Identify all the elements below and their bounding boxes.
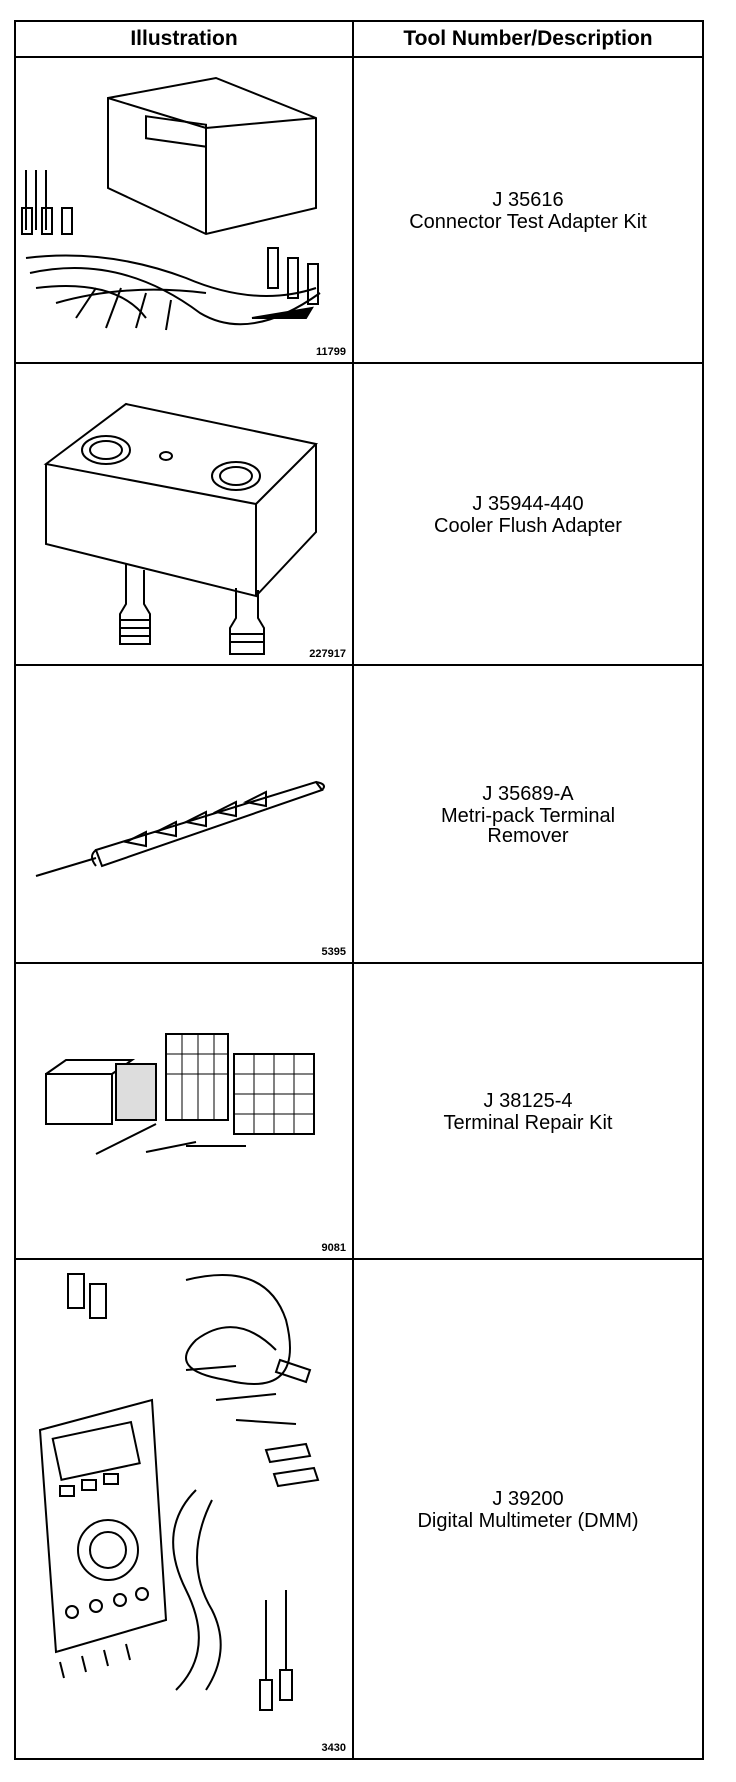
illustration-cell: 227917 [16, 364, 354, 664]
tool-number: J 35689-A [482, 783, 574, 805]
tool-table: Illustration Tool Number/Description 117… [14, 20, 704, 1760]
tool-description: Connector Test Adapter Kit [409, 211, 647, 233]
figure-number: 9081 [321, 1242, 346, 1254]
header-illustration: Illustration [16, 22, 354, 56]
table-row: 11799 J 35616 Connector Test Adapter Kit [16, 58, 702, 364]
tool-number: J 35944-440 [472, 493, 584, 515]
illustration-cell: 5395 [16, 666, 354, 962]
digital-multimeter-illustration [38, 1273, 320, 1711]
tool-description-cell: J 35944-440 Cooler Flush Adapter [354, 364, 702, 664]
figure-number: 11799 [316, 346, 346, 358]
tool-description-cell: J 38125-4 Terminal Repair Kit [354, 964, 702, 1258]
table-row: 227917 J 35944-440 Cooler Flush Adapter [16, 364, 702, 666]
tool-description: Cooler Flush Adapter [434, 515, 622, 537]
tool-description-cell: J 35616 Connector Test Adapter Kit [354, 58, 702, 362]
tool-description: Digital Multimeter (DMM) [417, 1510, 639, 1532]
tool-number: J 38125-4 [483, 1090, 573, 1112]
tool-description: Terminal Repair Kit [443, 1112, 613, 1134]
cooler-flush-adapter-illustration [43, 402, 319, 655]
header-tool-description: Tool Number/Description [403, 27, 653, 50]
tool-description-cell: J 39200 Digital Multimeter (DMM) [354, 1260, 702, 1758]
terminal-remover-illustration [35, 780, 325, 877]
illustration-cell: 9081 [16, 964, 354, 1258]
table-row: 9081 J 38125-4 Terminal Repair Kit [16, 964, 702, 1260]
connector-test-adapter-kit-illustration [21, 76, 321, 331]
illustration-cell: 3430 [16, 1260, 354, 1758]
terminal-repair-kit-illustration [45, 1033, 315, 1155]
tool-number: J 39200 [492, 1488, 564, 1510]
table-row: 5395 J 35689-A Metri-pack Terminal Remov… [16, 666, 702, 964]
figure-number: 5395 [321, 946, 346, 958]
tool-description-cell: J 35689-A Metri-pack Terminal Remover [354, 666, 702, 962]
table-header: Illustration Tool Number/Description [16, 22, 702, 58]
illustration-cell: 11799 [16, 58, 354, 362]
table-row: 3430 J 39200 Digital Multimeter (DMM) [16, 1260, 702, 1758]
figure-number: 3430 [321, 1742, 346, 1754]
tool-number: J 35616 [492, 189, 564, 211]
tool-description: Metri-pack Terminal Remover [440, 805, 616, 847]
figure-number: 227917 [309, 648, 346, 660]
